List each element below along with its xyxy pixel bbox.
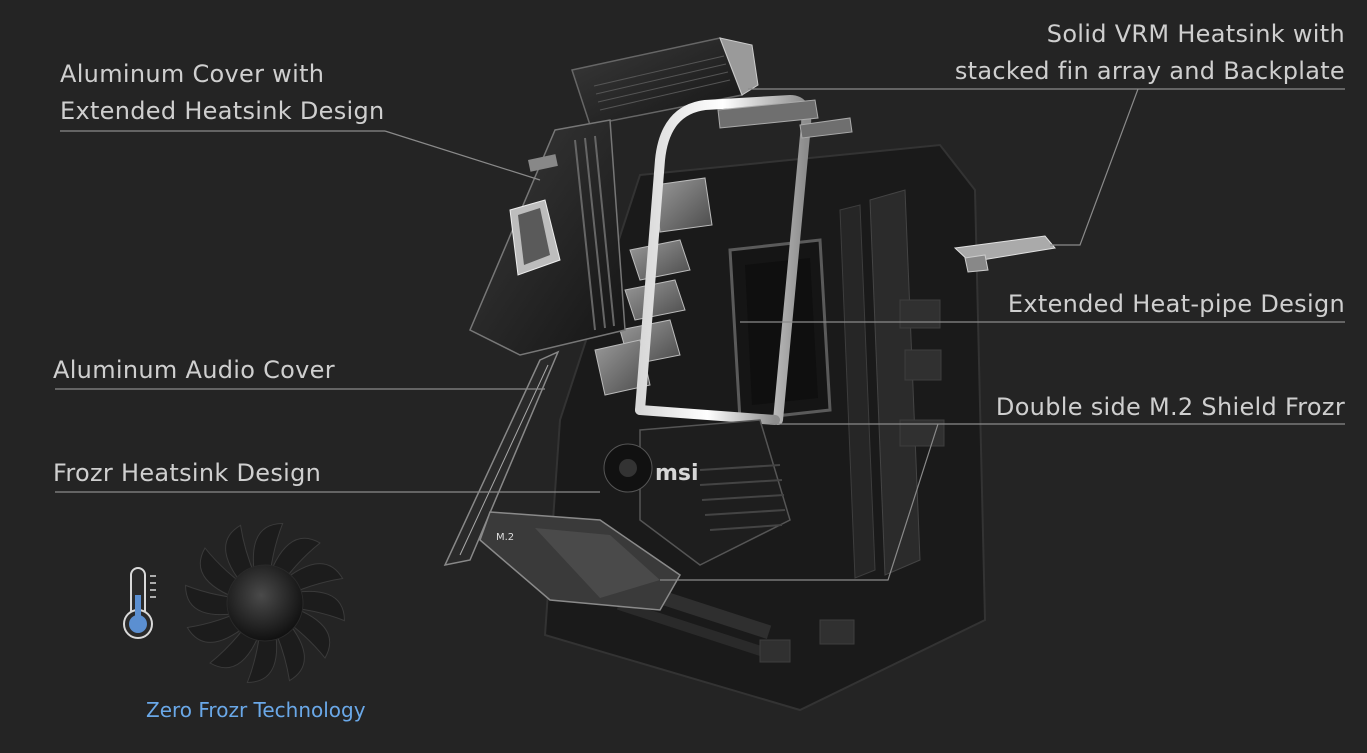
- callout-vrm-heatsink-line1: Solid VRM Heatsink with: [1046, 20, 1345, 48]
- callout-aluminum-cover-line1: Aluminum Cover with: [60, 60, 325, 88]
- callout-heat-pipe: Extended Heat-pipe Design: [1007, 290, 1345, 318]
- leader-lines: [55, 88, 1345, 581]
- thermometer-icon: [123, 567, 156, 639]
- chipset-heatsink: msi: [639, 419, 791, 566]
- chipset-fan-icon: [603, 443, 653, 493]
- board-brand-mark: msi: [655, 461, 699, 486]
- callout-frozr-heatsink: Frozr Heatsink Design: [53, 459, 322, 487]
- heat-pipe-plates: [717, 99, 853, 139]
- callout-vrm-heatsink-line2: stacked fin array and Backplate: [954, 57, 1345, 85]
- aluminum-cover: [469, 119, 626, 356]
- vrm-backplate-bracket: [953, 235, 1056, 273]
- m2-tag: M.2: [496, 532, 514, 543]
- callout-aluminum-cover-line2: Extended Heatsink Design: [60, 97, 385, 125]
- callout-m2-shield: Double side M.2 Shield Frozr: [995, 393, 1345, 421]
- audio-cover: [443, 350, 560, 567]
- zero-frozr-title: Zero Frozr Technology: [146, 698, 366, 722]
- fan-icon: [185, 523, 345, 683]
- io-ports: [594, 177, 713, 396]
- m2-shield: M.2: [479, 511, 681, 611]
- callout-audio-cover: Aluminum Audio Cover: [53, 356, 335, 384]
